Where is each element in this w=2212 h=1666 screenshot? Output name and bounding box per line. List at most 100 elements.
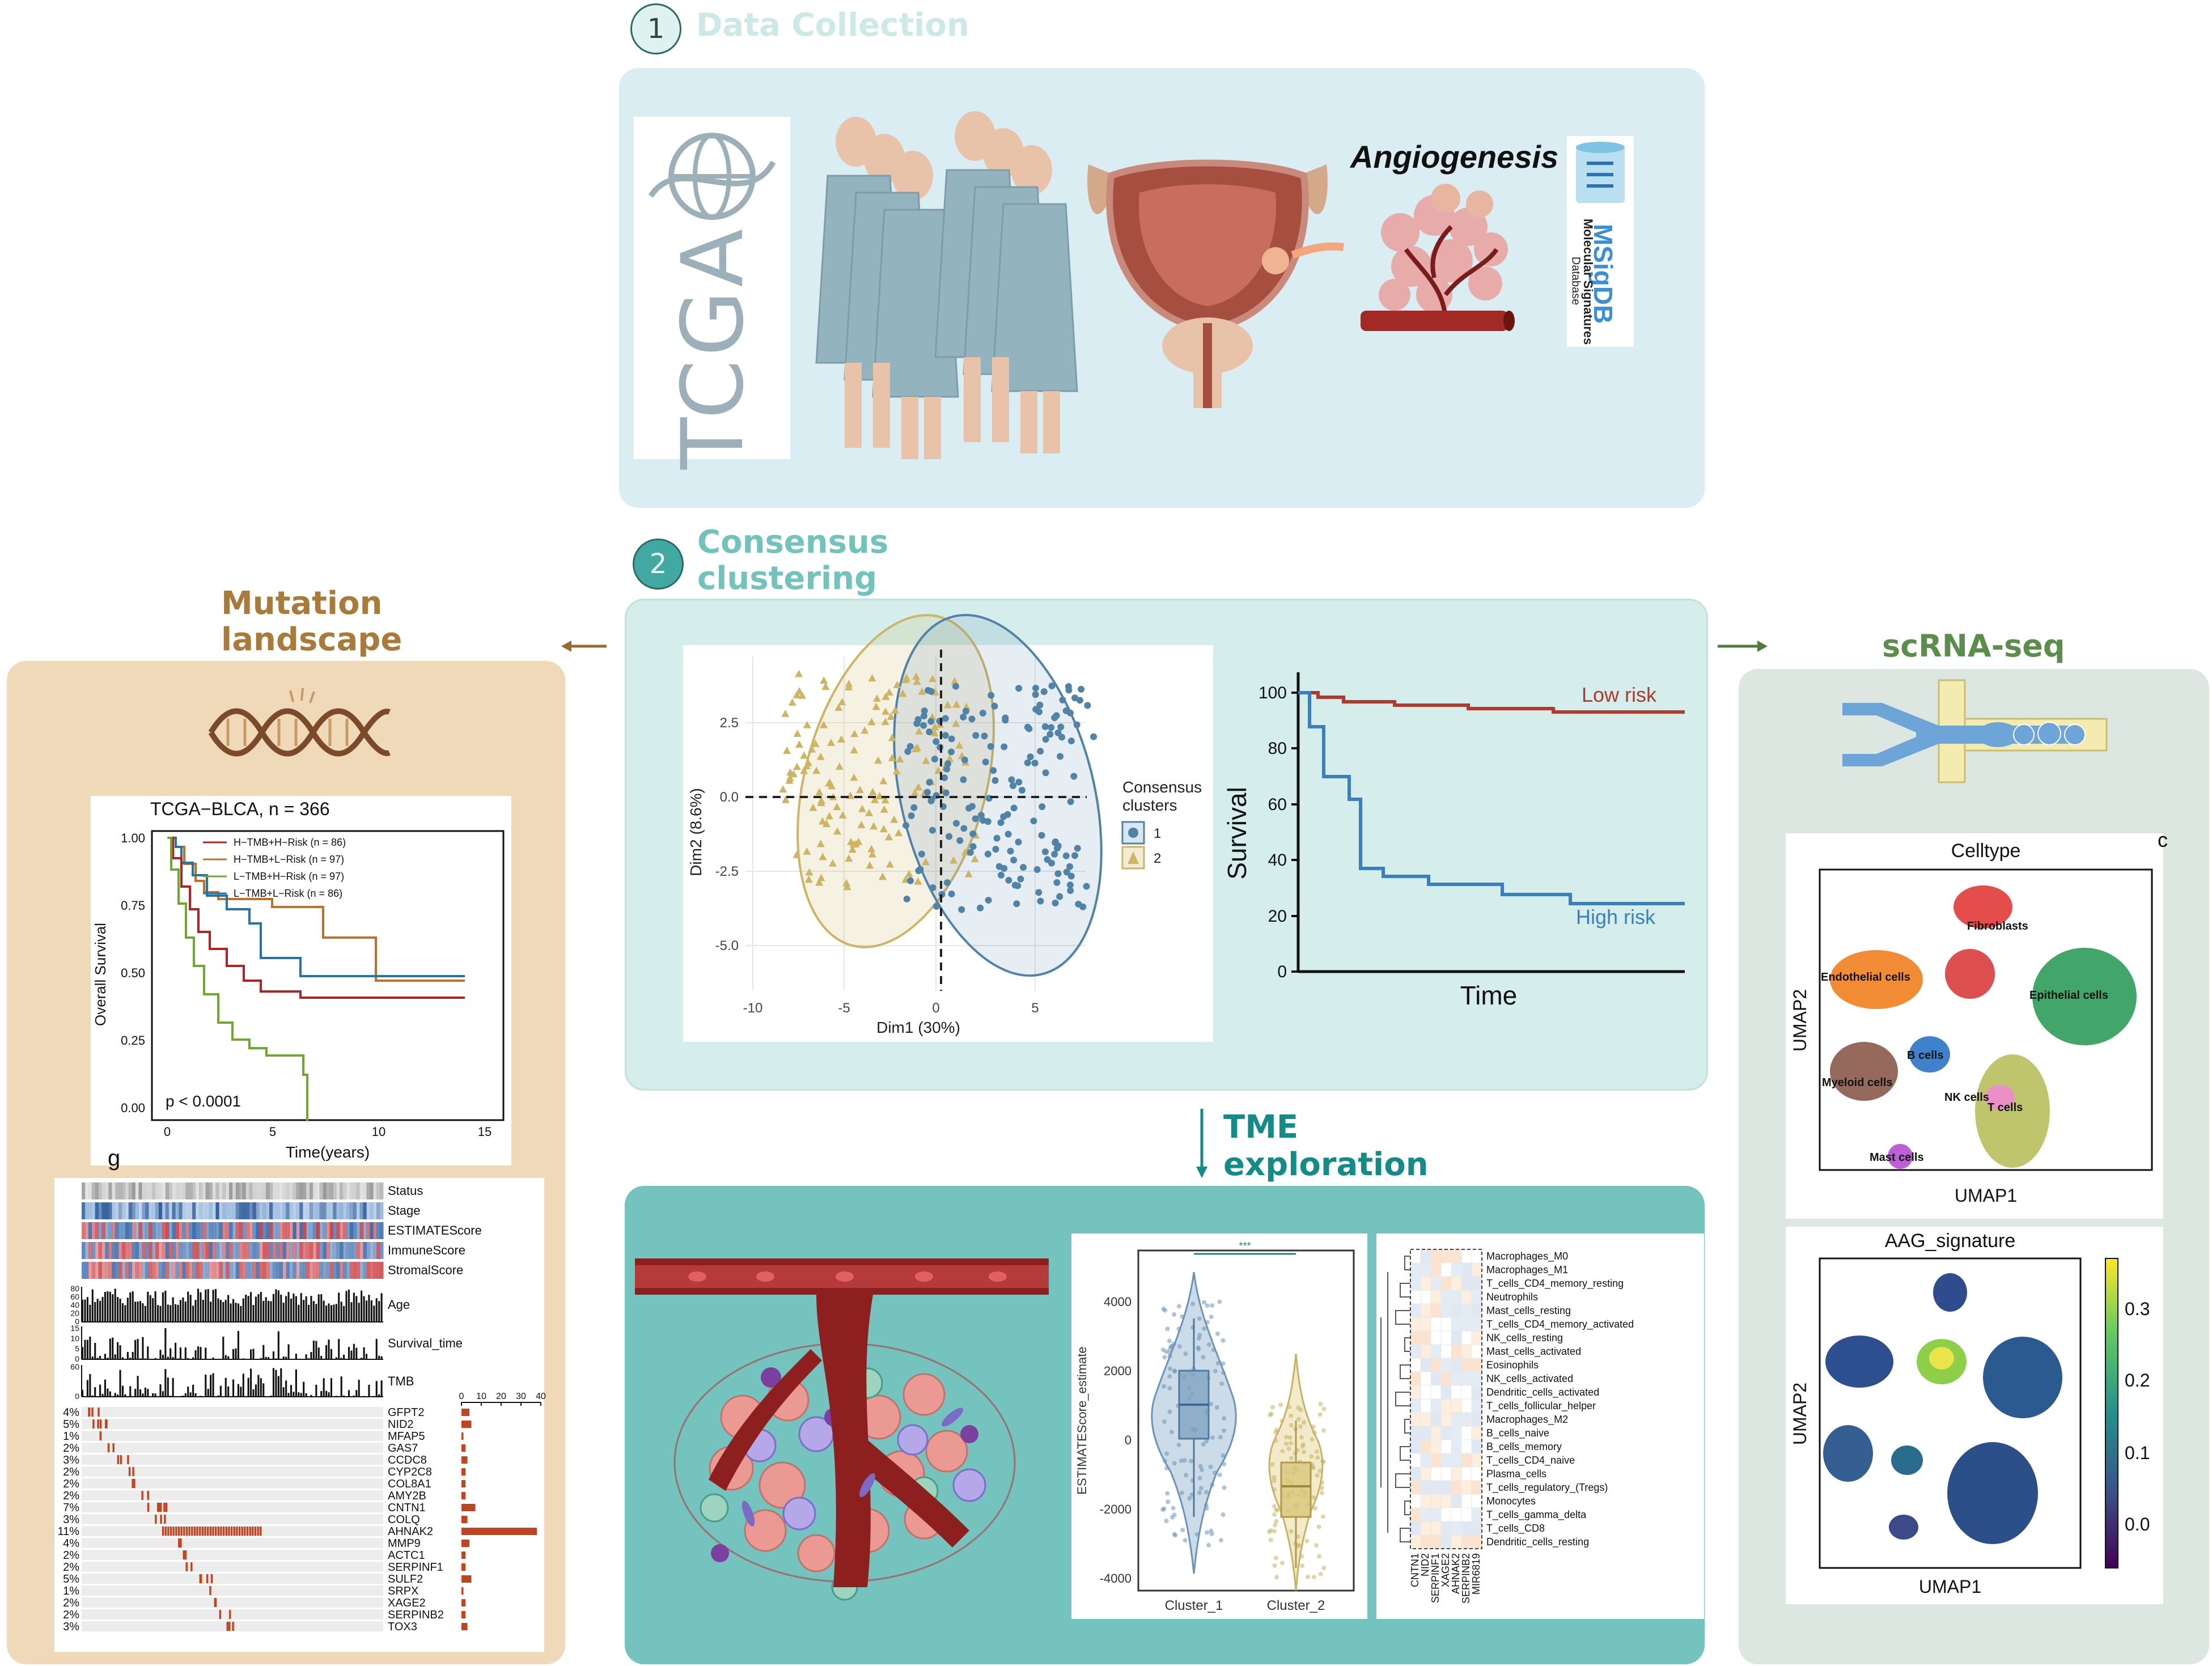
- violin-dot-cluster-1: [1215, 1360, 1221, 1366]
- pca-point-cluster-2: [896, 755, 904, 763]
- violin-dot-cluster-1: [1197, 1490, 1202, 1495]
- pca-point-cluster-1: [1001, 743, 1008, 751]
- pca-point-cluster-2: [888, 753, 896, 761]
- pca-point-cluster-2: [821, 682, 830, 690]
- umap-aag-box: [1786, 1227, 2163, 1604]
- violin-dot-cluster-1: [1210, 1482, 1215, 1487]
- onco-gene-name: MMP9: [388, 1537, 421, 1550]
- onco-gene-pct: 11%: [57, 1525, 79, 1538]
- violin-dot-cluster-1: [1169, 1430, 1174, 1435]
- violin-dot-cluster-1: [1202, 1326, 1207, 1331]
- pca-point-cluster-1: [1053, 879, 1061, 886]
- pca-point-cluster-2: [825, 812, 834, 820]
- pca-point-cluster-2: [918, 687, 926, 695]
- pca-point-cluster-1: [982, 758, 989, 766]
- onco-gene-name: CNTN1: [388, 1502, 426, 1514]
- pca-point-cluster-2: [779, 785, 787, 793]
- violin-dot-cluster-2: [1321, 1566, 1327, 1571]
- violin-dot-cluster-2: [1318, 1401, 1323, 1406]
- violin-dot-cluster-1: [1206, 1342, 1211, 1347]
- pca-point-cluster-2: [804, 875, 813, 883]
- pca-point-cluster-2: [837, 735, 846, 743]
- pca-point-cluster-1: [1046, 731, 1054, 738]
- violin-dot-cluster-2: [1287, 1404, 1292, 1409]
- km-xtick: 10: [372, 1125, 385, 1139]
- pca-point-cluster-2: [815, 788, 824, 796]
- pca-point-cluster-1: [1048, 724, 1055, 731]
- pca-xtick: 5: [1031, 1001, 1039, 1016]
- pca-point-cluster-1: [1035, 889, 1043, 896]
- violin-dot-cluster-2: [1320, 1480, 1325, 1485]
- onco-gene-name: COLQ: [388, 1514, 420, 1526]
- onco-gene-name: SRPX: [388, 1585, 418, 1597]
- heatmap-col-label: SERPINB2: [1460, 1553, 1472, 1604]
- violin-dot-cluster-2: [1274, 1519, 1279, 1524]
- violin-ytick: 0: [1125, 1433, 1132, 1447]
- umap1-ylabel: UMAP2: [1790, 989, 1810, 1052]
- pca-point-cluster-1: [931, 756, 938, 763]
- violin-dot-cluster-2: [1279, 1561, 1285, 1566]
- pca-point-cluster-1: [968, 715, 976, 723]
- onco-gene-pct: 2%: [63, 1549, 79, 1562]
- onco-gene-name: AMY2B: [388, 1490, 426, 1502]
- km-xtick: 5: [269, 1125, 276, 1139]
- onco-gene-name: MFAP5: [388, 1430, 425, 1443]
- celltype-clusters: [1830, 885, 2137, 1169]
- pca-point-cluster-1: [903, 895, 910, 902]
- tumor-microenvironment-illustration: [635, 1258, 1049, 1601]
- pca-point-cluster-1: [985, 897, 992, 904]
- risk-survival-chart: 100 80 60 40 20 0 Low risk High risk Tim…: [1222, 672, 1685, 1010]
- km-ylabel: Overall Survival: [92, 923, 109, 1026]
- pca-point-cluster-1: [1042, 736, 1049, 743]
- violin-dot-cluster-2: [1273, 1438, 1278, 1443]
- pca-point-cluster-1: [1067, 798, 1074, 806]
- violin-dot-cluster-2: [1311, 1495, 1316, 1500]
- pca-point-cluster-1: [929, 826, 936, 834]
- umap1-label: Fibroblasts: [1967, 920, 2028, 932]
- pca-point-cluster-1: [967, 849, 974, 856]
- violin-dot-cluster-2: [1272, 1487, 1277, 1492]
- pca-point-cluster-1: [1066, 863, 1074, 870]
- onco-annotation-label: Stage: [388, 1203, 421, 1218]
- onco-gene-pct: 2%: [63, 1597, 79, 1609]
- low-risk-curve: [1298, 691, 1685, 714]
- pca-point-cluster-2: [895, 829, 903, 837]
- violin-dot-cluster-1: [1164, 1519, 1169, 1524]
- violin-category: Cluster_1: [1165, 1598, 1223, 1613]
- risk-ylabel: Survival: [1222, 787, 1252, 880]
- violin-dot-cluster-2: [1316, 1554, 1321, 1559]
- pca-point-cluster-1: [1010, 857, 1018, 864]
- pca-point-cluster-1: [1063, 868, 1070, 876]
- pca-point-cluster-1: [1052, 899, 1059, 906]
- pca-point-cluster-1: [969, 830, 977, 838]
- pca-point-cluster-1: [1071, 694, 1078, 702]
- pca-xlabel: Dim1 (30%): [876, 1019, 960, 1036]
- onco-count-bar: [461, 1551, 465, 1559]
- heatmap-row-label: T_cells_follicular_helper: [1486, 1400, 1596, 1412]
- pca-point-cluster-1: [987, 743, 994, 750]
- violin-dot-cluster-1: [1162, 1384, 1167, 1389]
- onco-bar-tick: 0: [75, 1354, 79, 1363]
- pca-point-cluster-2: [848, 845, 857, 853]
- pca-point-cluster-2: [819, 853, 827, 860]
- pca-point-cluster-1: [958, 906, 965, 913]
- onco-gene-pct: 1%: [63, 1585, 79, 1597]
- high-risk-label: High risk: [1576, 905, 1656, 929]
- onco-bar-track-label: Survival_time: [388, 1336, 463, 1350]
- onco-count-bar: [461, 1468, 465, 1476]
- pca-point-cluster-1: [902, 822, 910, 829]
- onco-gene-name: NID2: [388, 1418, 414, 1431]
- pca-point-cluster-2: [885, 688, 893, 696]
- violin-dot-cluster-2: [1287, 1435, 1293, 1440]
- violin-dot-cluster-1: [1167, 1354, 1172, 1359]
- km-corner-mark: g: [108, 1146, 120, 1171]
- pca-point-cluster-1: [1020, 864, 1027, 871]
- pca-point-cluster-1: [995, 863, 1003, 870]
- violin-dot-cluster-2: [1311, 1574, 1316, 1579]
- violin-dot-cluster-2: [1272, 1504, 1277, 1509]
- violin-dot-cluster-1: [1204, 1503, 1209, 1508]
- violin-dot-cluster-2: [1268, 1537, 1273, 1542]
- violin-dot-cluster-1: [1190, 1302, 1196, 1307]
- pca-point-cluster-2: [952, 719, 960, 727]
- pca-point-cluster-2: [781, 709, 790, 717]
